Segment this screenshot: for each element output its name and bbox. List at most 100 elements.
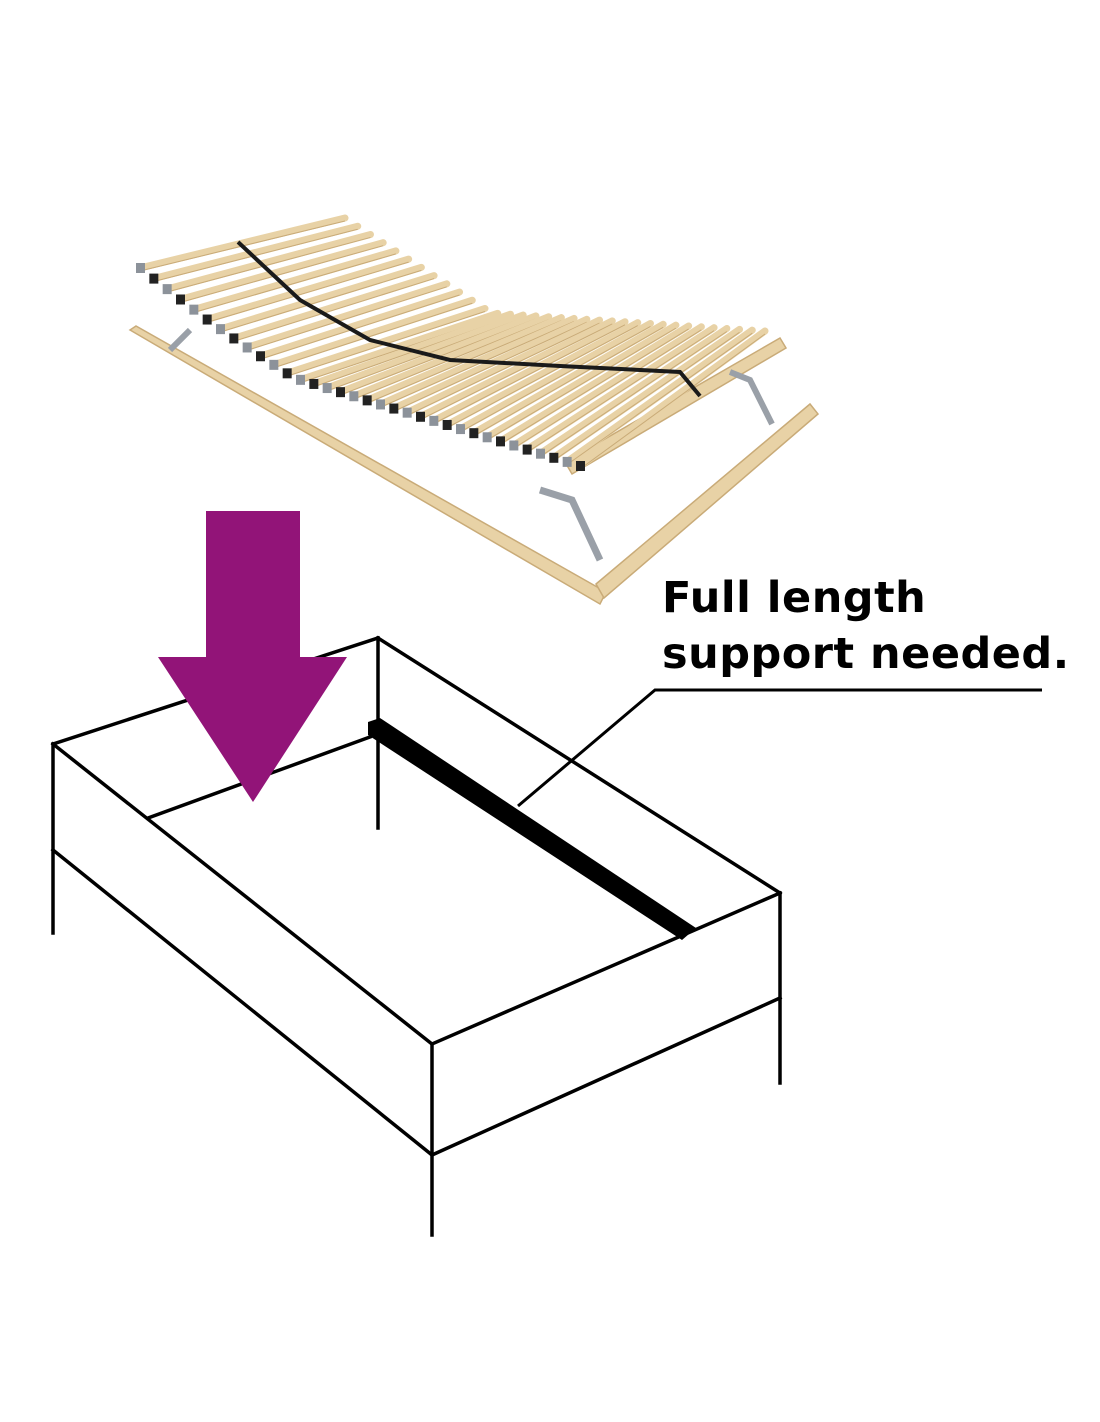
slat-cap — [562, 456, 572, 467]
slat-cap — [176, 294, 185, 305]
slat — [149, 222, 362, 283]
slatted-bed-base-image — [128, 214, 820, 606]
slat — [136, 214, 349, 272]
slat — [283, 304, 489, 377]
slat — [256, 288, 464, 360]
slat — [323, 311, 527, 392]
bed-frame-outline — [50, 635, 783, 1237]
slat-cap — [349, 391, 359, 402]
slat-edge — [459, 326, 651, 433]
slat-edge — [406, 322, 600, 417]
slat-cap — [136, 263, 145, 273]
slat-edge — [539, 331, 728, 458]
support-caption: Full length support needed. — [662, 570, 1070, 682]
slat-edge — [473, 326, 664, 437]
caption-line-1: Full length — [662, 573, 927, 623]
slat-edge — [566, 332, 753, 466]
slat — [523, 324, 718, 454]
slat-edge — [219, 269, 422, 333]
slat — [483, 321, 680, 441]
slat-edge — [446, 325, 638, 429]
slat-cap — [402, 407, 412, 418]
slat-cap — [162, 284, 172, 295]
slat-cap — [522, 444, 532, 455]
lift-bracket — [538, 486, 604, 562]
slat — [536, 324, 731, 458]
slat-cap — [282, 368, 292, 379]
slat — [163, 230, 374, 293]
frame-rail-foot — [595, 402, 820, 600]
slat-cap — [469, 428, 479, 439]
slat-edge — [166, 236, 371, 293]
slat — [189, 247, 400, 314]
slat-cap — [442, 419, 452, 430]
slat-edge — [153, 228, 358, 283]
slat-edge — [419, 323, 613, 421]
slat — [203, 255, 413, 324]
slat — [549, 325, 744, 462]
down-arrow-icon — [158, 511, 347, 802]
slat — [349, 313, 553, 400]
slat-cap — [336, 387, 345, 398]
slat-cap — [509, 440, 519, 451]
slat-cap — [549, 452, 559, 463]
leader-line — [517, 688, 1042, 808]
lift-bracket — [728, 369, 775, 426]
slat — [429, 318, 629, 425]
slat-edge — [486, 327, 677, 441]
slat — [229, 272, 438, 342]
slat-edge — [246, 286, 447, 351]
slat-edge — [273, 302, 473, 369]
slat — [336, 312, 540, 396]
slat-edge — [513, 329, 702, 449]
slat-edge — [526, 330, 715, 454]
slat — [403, 316, 604, 417]
slat-cap — [202, 314, 212, 325]
slat-edge — [233, 278, 435, 342]
slat-edge — [553, 331, 740, 462]
slat — [176, 239, 387, 303]
slat-cap — [482, 432, 492, 443]
slat-edge — [379, 320, 575, 408]
slat — [416, 317, 616, 421]
slat-cap — [496, 436, 505, 447]
slat-cap — [269, 359, 279, 370]
slat — [469, 320, 667, 437]
slat-edge — [433, 324, 626, 425]
slat-cap — [536, 448, 545, 459]
slat-edge — [499, 328, 689, 445]
slat-cap — [429, 415, 439, 426]
slat-cap — [362, 395, 372, 406]
slat — [496, 322, 693, 445]
slat-cap — [576, 461, 585, 471]
slat — [216, 263, 425, 333]
slat-cap — [216, 324, 225, 335]
slat — [456, 319, 654, 433]
slat-edge — [179, 245, 384, 303]
slat — [243, 280, 451, 351]
slat-cap — [229, 333, 239, 344]
slat-cap — [416, 411, 425, 422]
caption-line-2: support needed. — [662, 629, 1070, 679]
lift-bracket — [167, 327, 193, 353]
center-support-beam — [368, 718, 696, 940]
slat-edge — [193, 253, 397, 314]
slat-cap — [242, 342, 252, 353]
slat-edge — [579, 333, 766, 470]
slat-cap — [456, 424, 465, 435]
slat — [576, 327, 769, 470]
strap — [236, 240, 702, 398]
slat-cap — [189, 304, 199, 315]
slat — [509, 323, 705, 449]
slat-cap — [376, 399, 385, 410]
slat — [443, 319, 642, 429]
slat-cap — [296, 374, 305, 385]
slat-edge — [393, 321, 588, 413]
slat-cap — [322, 383, 332, 394]
slat — [563, 326, 756, 466]
slat-cap — [256, 351, 265, 362]
slat-cap — [389, 403, 399, 414]
slat-edge — [259, 294, 460, 360]
